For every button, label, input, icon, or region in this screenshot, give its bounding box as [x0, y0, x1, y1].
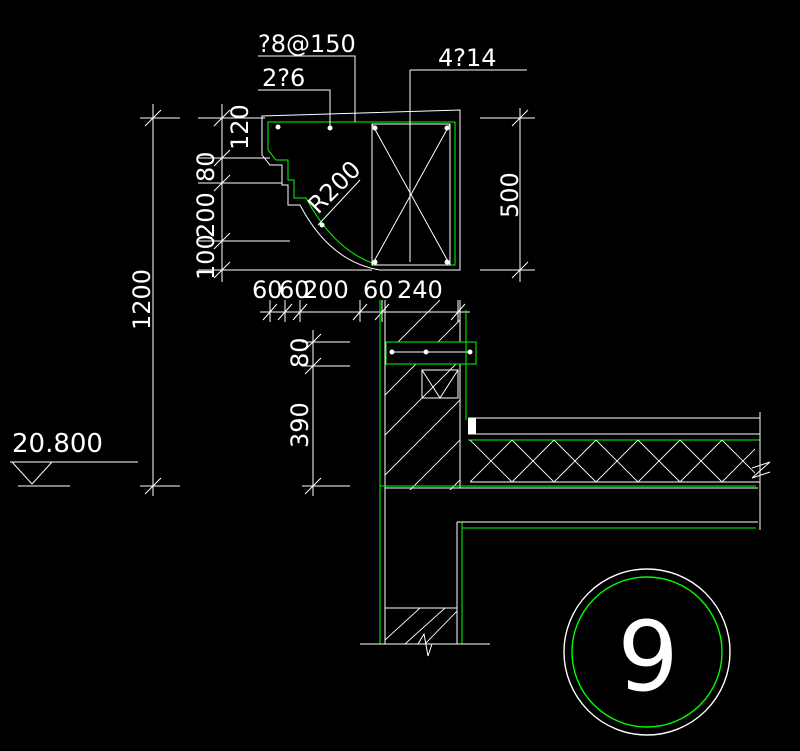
wall-section [360, 300, 490, 657]
label-main-bars: 4?14 [438, 44, 497, 72]
cornice-profile [261, 109, 461, 271]
label-corner-bars: 2?6 [262, 64, 305, 92]
dim-overall-value: 1200 [128, 269, 156, 330]
detail-number: 9 [617, 601, 678, 713]
dim-h-2: 200 [303, 276, 349, 304]
dim-h-4: 240 [397, 276, 443, 304]
dim-h-3: 60 [363, 276, 394, 304]
label-radius: R200 [302, 155, 366, 219]
elevation-marker [10, 461, 138, 487]
main-bar-cage [275, 123, 451, 266]
detail-bubble [563, 568, 731, 736]
dim-left-2: 200 [192, 192, 220, 238]
dim-right-value: 500 [496, 172, 524, 218]
roof-slab [380, 412, 771, 530]
dim-chain-lower [302, 330, 350, 496]
dim-left-3: 100 [192, 234, 220, 280]
dim-lower-0: 80 [286, 337, 314, 368]
dim-left-1: 80 [192, 151, 220, 182]
dim-left-0: 120 [226, 104, 254, 150]
dim-h-1: 60 [279, 276, 310, 304]
dim-chain-left [198, 104, 372, 282]
elevation-value: 20.800 [12, 429, 103, 459]
leader-lines [258, 55, 527, 262]
dim-chain-horizontal [260, 300, 470, 322]
label-stirrups: ?8@150 [258, 30, 356, 58]
dim-lower-1: 390 [286, 402, 314, 448]
dim-overall [140, 104, 180, 496]
dim-h-0: 60 [252, 276, 283, 304]
dim-right [480, 108, 535, 282]
